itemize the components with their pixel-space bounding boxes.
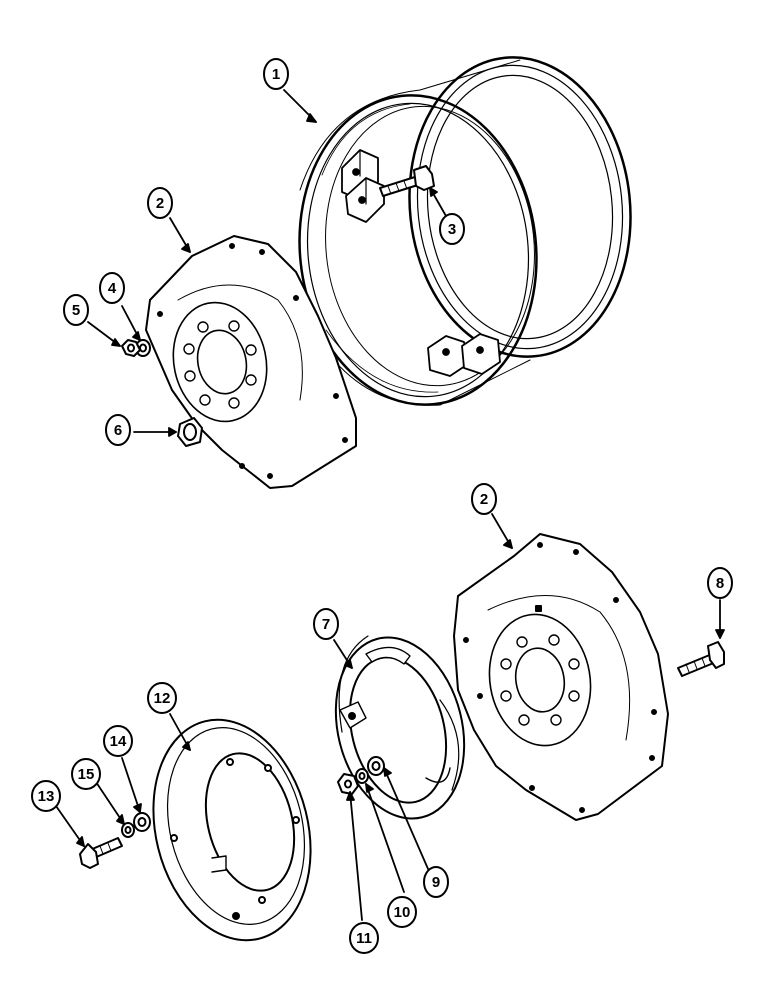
weight-lock-washer	[121, 822, 135, 838]
callout-3: 3	[439, 213, 465, 245]
svg-text:7: 7	[322, 616, 330, 633]
callout-8: 8	[707, 567, 733, 599]
callout-14: 14	[103, 725, 133, 757]
weight-washer	[133, 812, 151, 832]
callouts: 1 2 3 4 5 6 2 8 7 12 14 15 13 9 10 11	[31, 58, 733, 954]
flat-washer	[367, 756, 385, 776]
callout-2-lower: 2	[471, 483, 497, 515]
lock-washer	[355, 768, 369, 784]
svg-text:2: 2	[480, 491, 488, 508]
svg-text:10: 10	[394, 904, 411, 921]
wheel-nut	[177, 417, 203, 447]
callout-10: 10	[387, 896, 417, 928]
callout-5: 5	[63, 294, 89, 326]
disc-bolt-holes-upper	[183, 320, 257, 409]
disc-bolt-holes-lower	[500, 634, 580, 726]
wheel-disc-lower	[453, 533, 669, 821]
wheel-weight	[152, 718, 312, 942]
svg-text:14: 14	[110, 733, 127, 750]
wheel-disc-upper	[145, 235, 357, 489]
callout-13: 13	[31, 780, 61, 812]
svg-text:15: 15	[78, 766, 95, 783]
svg-text:11: 11	[356, 930, 372, 947]
svg-text:3: 3	[448, 221, 456, 238]
svg-text:1: 1	[272, 66, 280, 83]
svg-text:2: 2	[156, 195, 164, 212]
callout-9: 9	[423, 866, 449, 898]
svg-text:5: 5	[72, 302, 80, 319]
svg-text:13: 13	[38, 788, 55, 805]
nut-upper	[121, 339, 141, 357]
svg-text:6: 6	[114, 422, 122, 439]
callout-1: 1	[263, 58, 289, 90]
disc-bolt	[677, 641, 725, 677]
rim-wheel	[298, 56, 632, 406]
leader-lines	[55, 89, 725, 921]
svg-text:8: 8	[716, 575, 724, 592]
callout-11: 11	[349, 922, 379, 954]
callout-4: 4	[99, 272, 125, 304]
callout-12: 12	[147, 682, 177, 714]
svg-text:12: 12	[154, 690, 171, 707]
svg-text:9: 9	[432, 874, 440, 891]
callout-2-upper: 2	[147, 187, 173, 219]
rim-clamp-lower	[427, 333, 501, 377]
rim-clamp-upper	[341, 149, 385, 223]
weight-bolt	[79, 837, 123, 869]
svg-text:4: 4	[108, 280, 117, 297]
callout-15: 15	[71, 758, 101, 790]
rim-bolt	[379, 165, 435, 197]
nut-lower	[337, 773, 359, 795]
callout-7: 7	[313, 608, 339, 640]
callout-6: 6	[105, 414, 131, 446]
